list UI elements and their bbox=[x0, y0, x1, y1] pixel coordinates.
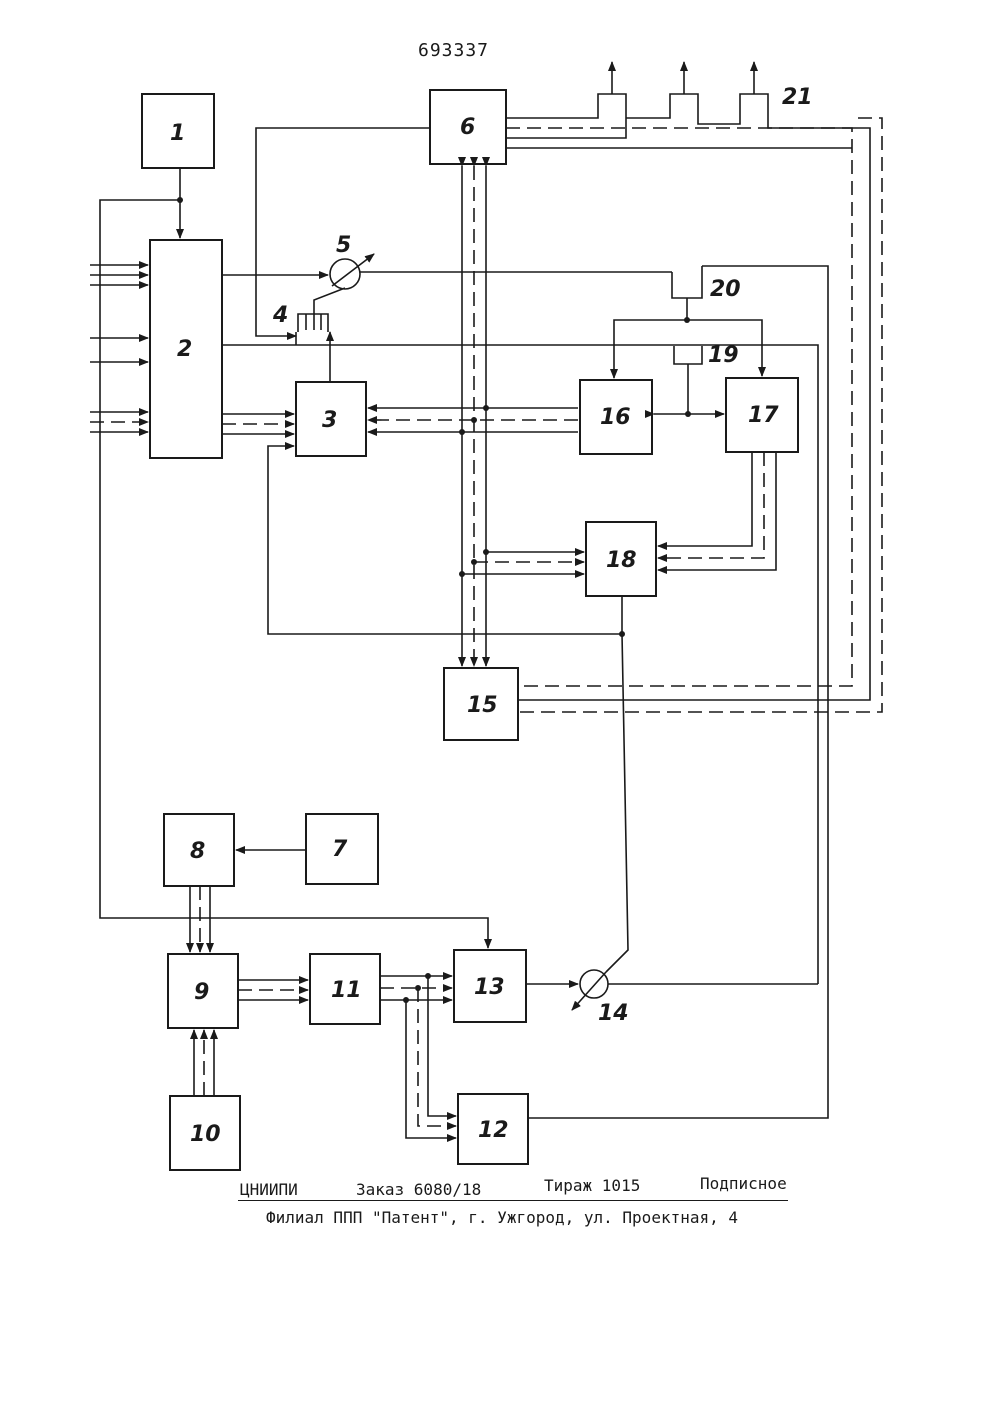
block-1: 1 bbox=[142, 94, 214, 168]
footer-order: Заказ 6080/18 bbox=[356, 1180, 481, 1199]
block-3: 3 bbox=[296, 382, 366, 456]
footer-circulation: Тираж 1015 bbox=[544, 1176, 640, 1195]
block-15-label: 15 bbox=[467, 693, 498, 718]
block-12-label: 12 bbox=[478, 1118, 509, 1143]
footer-divider bbox=[238, 1200, 788, 1201]
block-17-label: 17 bbox=[748, 403, 779, 428]
block-1-label: 1 bbox=[170, 121, 185, 146]
block-2: 2 bbox=[150, 240, 222, 458]
block-8: 8 bbox=[164, 814, 234, 886]
element-21-label: 21 bbox=[782, 85, 813, 110]
footer-subscription: Подписное bbox=[700, 1174, 787, 1193]
block-7: 7 bbox=[306, 814, 378, 884]
element-14-regulator: 14 bbox=[572, 970, 629, 1026]
element-19-gate: 19 bbox=[674, 343, 739, 368]
footer-org: ЦНИИПИ bbox=[240, 1180, 298, 1199]
element-19-label: 19 bbox=[708, 343, 739, 368]
block-13-label: 13 bbox=[474, 975, 505, 1000]
element-21-gates: 21 bbox=[598, 62, 813, 112]
block-3-label: 3 bbox=[322, 408, 337, 433]
block-18: 18 bbox=[586, 522, 656, 596]
element-14-label: 14 bbox=[598, 1001, 629, 1026]
block-11: 11 bbox=[310, 954, 380, 1024]
block-8-label: 8 bbox=[190, 839, 205, 864]
block-16: 16 bbox=[580, 380, 652, 454]
block-9-label: 9 bbox=[194, 980, 209, 1005]
block-15: 15 bbox=[444, 668, 518, 740]
block-18-label: 18 bbox=[606, 548, 637, 573]
block-16-label: 16 bbox=[600, 405, 631, 430]
block-10-label: 10 bbox=[190, 1122, 221, 1147]
block-7-label: 7 bbox=[332, 837, 348, 862]
element-4-label: 4 bbox=[272, 303, 288, 328]
block-9: 9 bbox=[168, 954, 238, 1028]
element-20-gate: 20 bbox=[672, 277, 741, 320]
block-12: 12 bbox=[458, 1094, 528, 1164]
element-5-label: 5 bbox=[336, 233, 351, 258]
element-20-label: 20 bbox=[710, 277, 741, 302]
block-10: 10 bbox=[170, 1096, 240, 1170]
block-6: 6 bbox=[430, 90, 506, 164]
block-6-label: 6 bbox=[460, 115, 475, 140]
block-2-label: 2 bbox=[177, 337, 192, 362]
footer-address: Филиал ППП "Патент", г. Ужгород, ул. Про… bbox=[266, 1208, 738, 1227]
block-17: 17 bbox=[726, 378, 798, 452]
element-5-regulator: 5 bbox=[330, 233, 374, 289]
block-13: 13 bbox=[454, 950, 526, 1022]
block-11-label: 11 bbox=[331, 978, 362, 1003]
element-4-gate: 4 bbox=[272, 303, 328, 332]
